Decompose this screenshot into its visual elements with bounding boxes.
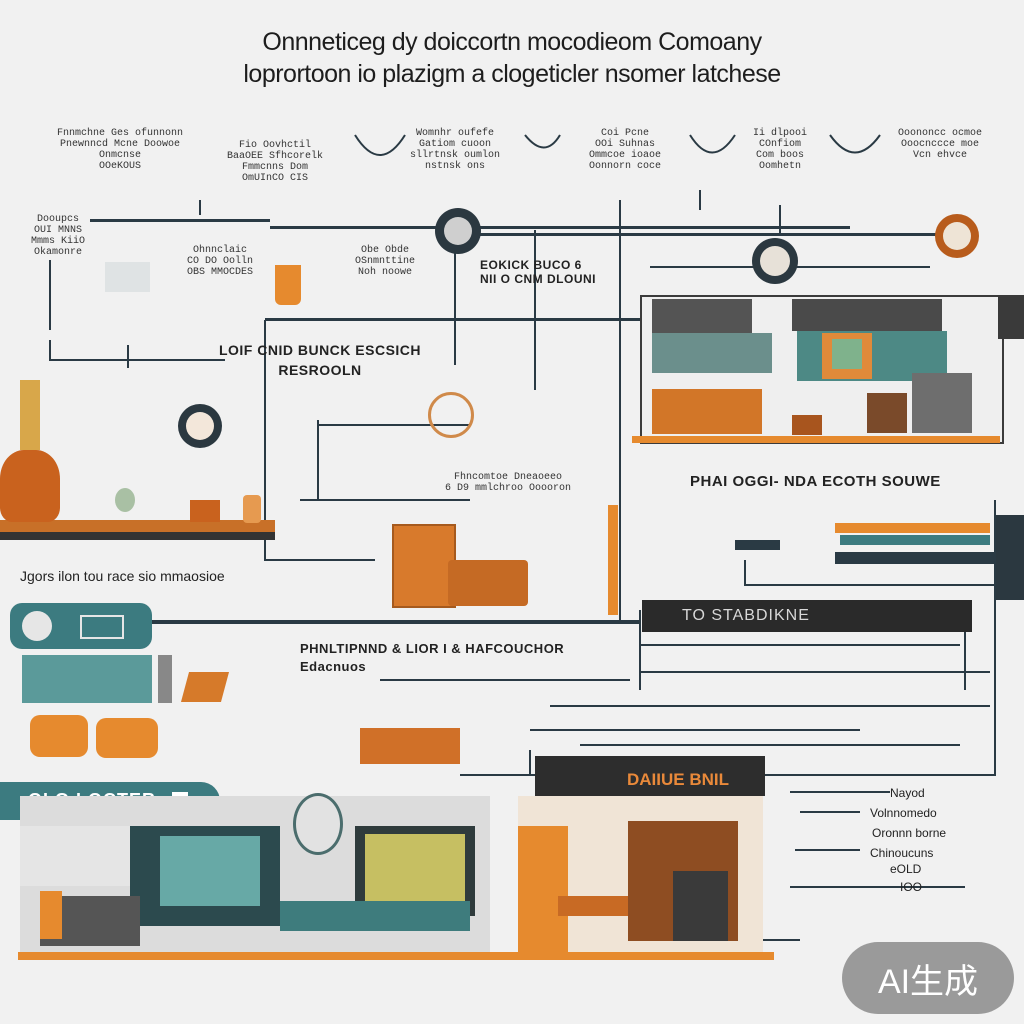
counter-post	[158, 655, 172, 703]
legend-row-2: Volnnomedo	[870, 806, 937, 820]
bottle-icon	[243, 495, 261, 523]
jar-icon	[115, 488, 135, 512]
note-9: Obe Obde OSnmnttine Noh noowe	[354, 245, 415, 278]
sofa-icon	[448, 560, 528, 606]
rail-5	[150, 620, 640, 624]
rail-4	[265, 318, 645, 321]
legend-row-4: Chinoucuns	[870, 846, 934, 860]
label-block-1: EOKICK BUCO 6 NII O CNM DLOUNI	[480, 258, 596, 286]
hand-icon	[22, 611, 52, 641]
label-block-6: PHNLTIPNND & LIOR I & HAFCOUCHOR Edacnuo…	[300, 641, 565, 674]
lamp-icon	[180, 672, 230, 702]
rail-3	[480, 233, 950, 236]
bar-orange	[835, 523, 990, 533]
counter-illustration	[22, 655, 152, 703]
stool-b	[96, 718, 158, 758]
pot-icon	[190, 500, 220, 522]
living-room-illustration	[640, 295, 1004, 444]
note-1: Fnnmchne Ges ofunnonn Pnewnncd Mcne Doow…	[56, 128, 184, 172]
bar-dark-end	[996, 515, 1024, 600]
ai-generated-badge: AI生成	[842, 942, 1014, 1014]
room-side-panel	[998, 295, 1024, 339]
rail-1	[90, 219, 270, 222]
tools-node	[752, 238, 798, 284]
house-left-illustration	[20, 796, 490, 956]
hub-node	[435, 208, 481, 254]
legend-row-1: Nayod	[890, 786, 925, 800]
legend-row-3: Oronnn borne	[872, 826, 947, 840]
legend-row-6: IOO	[900, 880, 923, 894]
accent-bar	[608, 505, 618, 615]
note-2: Fio Oovhctil BaaOEE Sfhcorelk Fmmcnns Do…	[226, 140, 323, 184]
vase-icon	[0, 450, 60, 522]
note-3: Womnhr oufefe Gatiom cuoon sllrtnsk ouml…	[409, 128, 500, 172]
label-block-4: Jgors ilon tou race sio mmaosioe	[20, 568, 225, 584]
shop-sign-label: DAIIUE BNIL	[627, 770, 729, 789]
stool-a	[30, 715, 88, 757]
daybed-icon	[360, 728, 460, 764]
bar-teal	[840, 535, 990, 545]
plant-icon	[20, 380, 40, 450]
sink-node	[935, 214, 979, 258]
bar-dark-b	[835, 552, 995, 564]
note-7: Dooupcs OUI MNNS Mmms KiiO Okamonre	[30, 214, 85, 258]
shelf-top	[0, 520, 275, 534]
room-floor	[632, 436, 1000, 443]
note-6: Ooononcc ocmoe Ooocnccce moe Vcn ehvce	[897, 128, 982, 161]
note-8: Ohnnclaic CO DO Oolln OBS MMOCDES	[186, 245, 253, 278]
note-4: Coi Pcne OOi Suhnas Ommcoe ioaoe Oonnorn…	[588, 128, 661, 172]
ring-node	[428, 392, 474, 438]
cabinet-icon	[392, 524, 456, 608]
legend-row-5: eOLD	[890, 862, 922, 876]
ground-line	[18, 952, 774, 960]
note-5: Ii dlpooi COnfiom Com boos Oomhetn	[752, 128, 807, 172]
shelf-edge	[0, 532, 275, 540]
tag-teal-top	[10, 603, 152, 649]
mirror-icon	[293, 793, 343, 855]
shop-sign: DAIIUE BNIL	[535, 756, 765, 796]
sign-icon	[105, 262, 150, 292]
bar-dark-a	[735, 540, 780, 550]
arrow-box-icon	[80, 615, 124, 639]
title-line-1: Onnneticeg dy doiccortn mocodieom Comoan…	[262, 28, 762, 56]
banner-dark: TO STABDIKNE	[642, 600, 972, 632]
rail-2	[270, 226, 850, 229]
label-block-2: LOIF CNID BUNCK ESCSICH RESROOLN	[218, 342, 422, 378]
pencil-cup-icon	[275, 265, 301, 305]
shop-illustration	[518, 796, 763, 956]
bowl-node	[178, 404, 222, 448]
banner-label: TO STABDIKNE	[682, 607, 810, 624]
note-10: Fhncomtoe Dneaoeeo 6 D9 mmlchroo Ooooron	[444, 472, 572, 494]
title-line-2: loprortoon io plazigm a clogeticler nsom…	[243, 60, 781, 88]
label-block-3: PHAI OGGI- NDA ECOTH SOUWE	[690, 473, 941, 490]
